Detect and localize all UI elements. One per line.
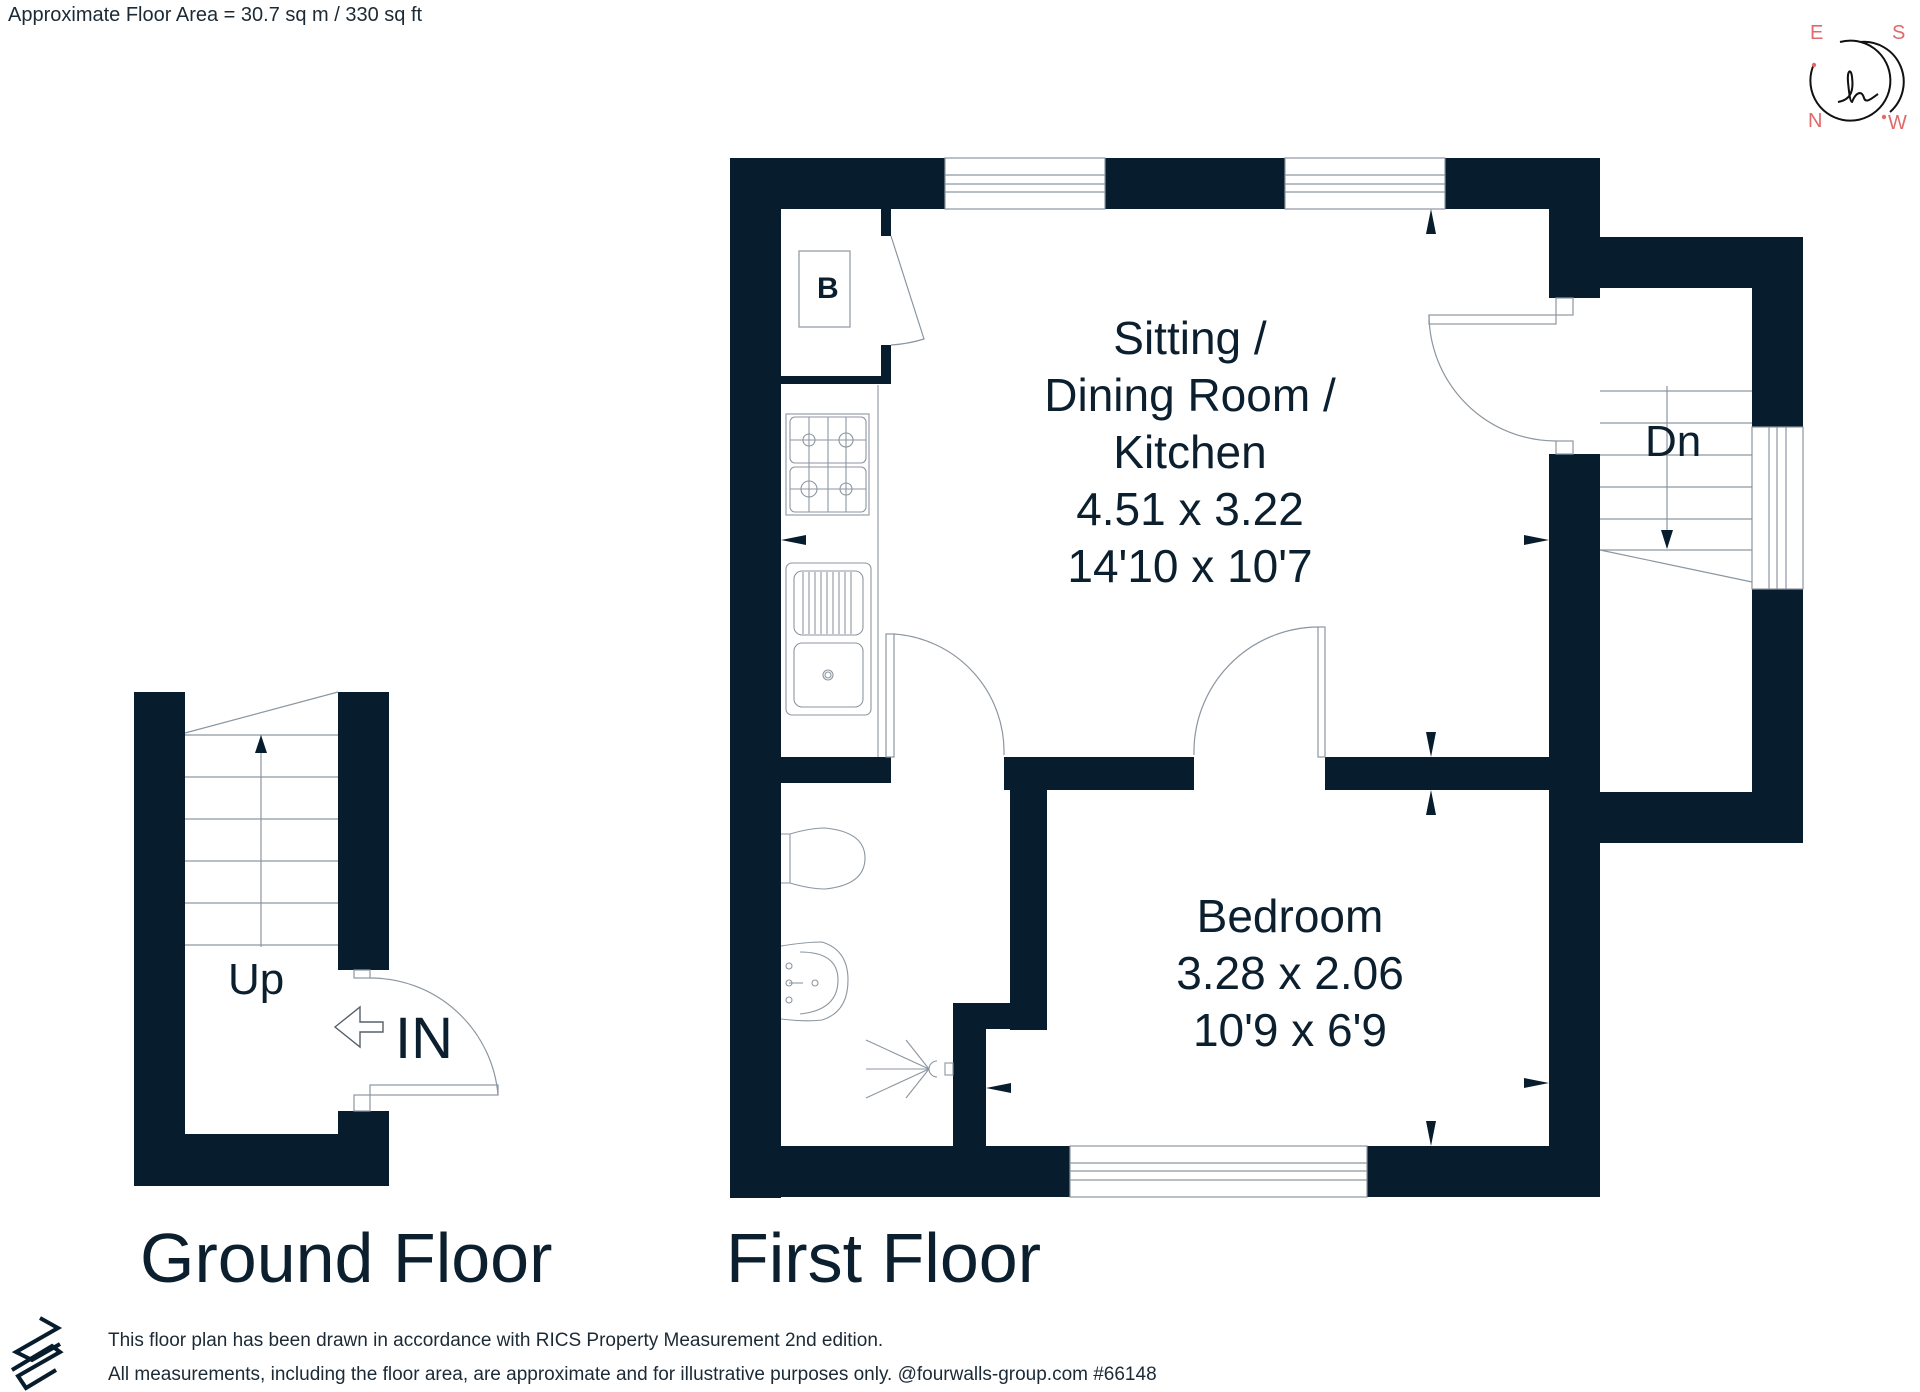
sink-icon [785, 385, 879, 757]
room-dimensions-metric: 4.51 x 3.22 [1076, 483, 1304, 535]
room-name-line: Dining Room / [1044, 369, 1336, 421]
boiler-cupboard-label: B [817, 272, 839, 305]
floor-area-text: Approximate Floor Area = 30.7 sq m / 330… [8, 4, 423, 26]
shower-icon [865, 1039, 954, 1099]
stairs-down-arrow-icon [1661, 530, 1673, 549]
room-name-line: Bedroom [1196, 890, 1384, 942]
compass-east-label: E [1810, 22, 1824, 44]
ground-floor-plan [134, 691, 499, 1186]
compass-west-label: W [1888, 112, 1907, 134]
toilet-icon [781, 827, 866, 890]
washbasin-icon [780, 941, 849, 1022]
hob-icon [785, 413, 870, 516]
room-dimensions-metric: 3.28 x 2.06 [1176, 947, 1404, 999]
ground-floor-stairs-label: Up [228, 955, 285, 1004]
entrance-arrow-icon [333, 1005, 384, 1049]
compass-north-label: N [1808, 110, 1823, 132]
measurement-markers [781, 209, 1549, 1146]
first-floor-plan [730, 157, 1804, 1198]
room-label-sitting-dining-kitchen: Sitting / Dining Room / Kitchen 4.51 x 3… [1000, 310, 1380, 595]
room-name-line: Sitting / [1113, 312, 1267, 364]
compass-south-label: S [1892, 22, 1906, 44]
stairs-up-arrow-icon [255, 735, 267, 753]
ground-floor-title: Ground Floor [140, 1219, 553, 1297]
compass-monogram-icon [1809, 39, 1905, 122]
boiler-box [798, 250, 851, 328]
footer-rics-note: This floor plan has been drawn in accord… [108, 1330, 884, 1351]
room-name-line: Kitchen [1113, 426, 1267, 478]
entrance-label: IN [395, 1006, 453, 1071]
first-floor-stairs-label: Dn [1645, 417, 1702, 466]
footer-disclaimer: All measurements, including the floor ar… [108, 1364, 1157, 1385]
compass: E S N W [1800, 22, 1910, 137]
room-label-bedroom: Bedroom 3.28 x 2.06 10'9 x 6'9 [1100, 888, 1480, 1059]
room-dimensions-imperial: 10'9 x 6'9 [1192, 1004, 1388, 1056]
fourwalls-logo-icon [10, 1316, 64, 1391]
first-floor-title: First Floor [726, 1219, 1041, 1297]
room-dimensions-imperial: 14'10 x 10'7 [1067, 540, 1313, 592]
